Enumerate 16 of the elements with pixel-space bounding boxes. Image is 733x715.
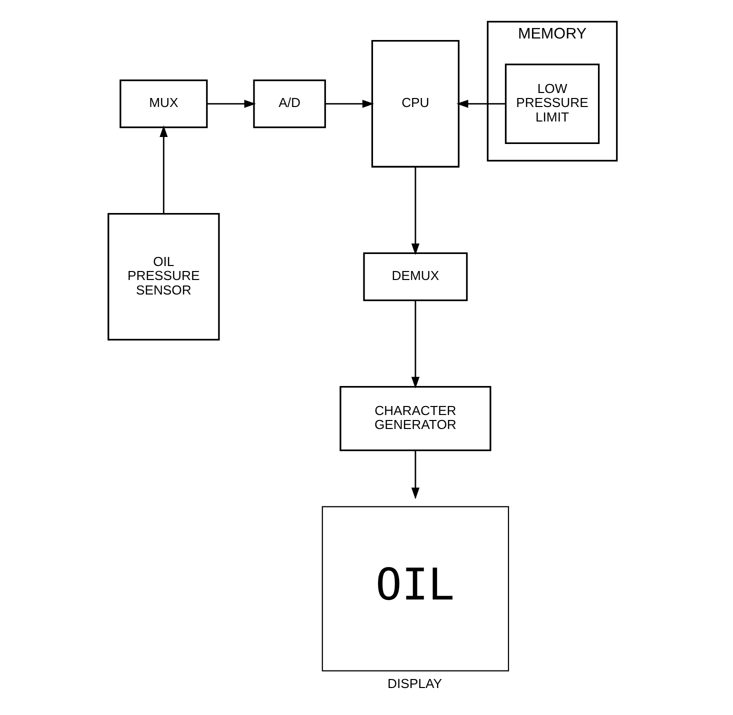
node-box: DEMUX xyxy=(362,252,468,302)
arrow xyxy=(159,125,168,214)
node-box: OIL xyxy=(321,506,509,672)
node-box: OIL PRESSURE SENSOR xyxy=(107,213,220,341)
arrow xyxy=(410,300,419,389)
arrow xyxy=(324,100,374,108)
arrow xyxy=(456,100,505,108)
node-box: MUX xyxy=(119,79,208,128)
node-label: DISPLAY xyxy=(387,676,442,691)
node-box: LOW PRESSURE LIMIT xyxy=(504,64,600,144)
arrow xyxy=(206,100,256,108)
arrow xyxy=(410,167,419,256)
arrow xyxy=(410,450,419,500)
node-box: A/D xyxy=(252,79,326,128)
node-box: CHARACTER GENERATOR xyxy=(339,386,491,452)
node-box: CPU xyxy=(370,40,459,168)
